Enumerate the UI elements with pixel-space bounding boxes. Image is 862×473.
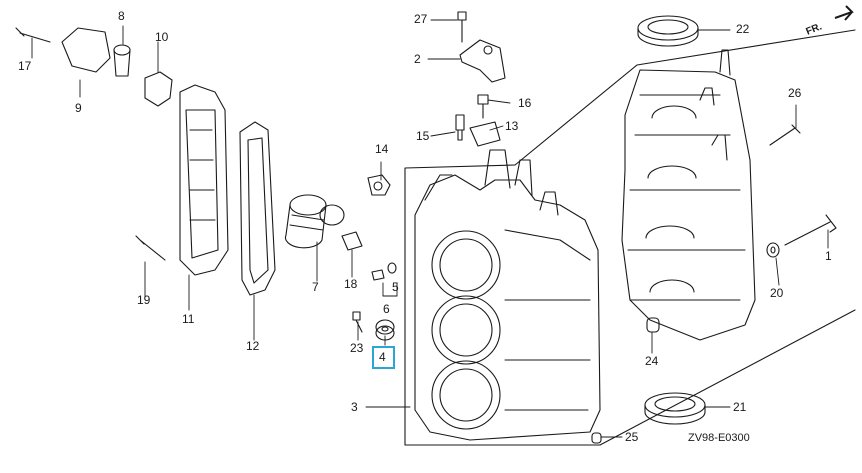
label-part-16[interactable]: 16 [518,96,532,110]
part-8-thermostat [113,44,131,77]
label-part-24[interactable]: 24 [645,354,659,368]
cylinder-block [414,149,601,441]
front-direction-arrow [834,5,854,21]
label-part-11[interactable]: 11 [182,312,195,326]
diagram-code: ZV98-E0300 [688,432,750,444]
part-12-gasket [239,121,276,296]
label-part-7[interactable]: 7 [312,280,319,294]
part-16-bolt [477,94,489,119]
part-22-oil-seal [637,15,699,47]
label-part-25[interactable]: 25 [625,430,639,444]
label-part-10[interactable]: 10 [155,30,169,44]
label-part-5[interactable]: 5 [392,280,399,294]
label-part-1[interactable]: 1 [825,249,832,263]
crankcase-half [621,49,756,341]
label-part-19[interactable]: 19 [137,293,151,307]
part-18-plug [341,231,363,251]
part-21-oil-seal [644,392,706,425]
part-9-housing [61,27,111,73]
label-part-26[interactable]: 26 [788,86,802,100]
label-part-2[interactable]: 2 [414,52,421,66]
part-13-bracket [469,121,501,147]
label-part-20[interactable]: 20 [770,286,784,300]
part-5-washer [387,262,397,274]
part-1-bolt [784,214,837,246]
label-part-15[interactable]: 15 [416,129,430,143]
label-part-6[interactable]: 6 [383,302,390,316]
part-11-cover [179,84,229,276]
part-25-dowel [591,432,602,444]
label-part-13[interactable]: 13 [505,119,519,133]
part-2-bracket [459,39,506,83]
part-23-bolt [352,311,363,333]
part-17-bolt [15,27,51,43]
label-part-8[interactable]: 8 [118,9,125,23]
part-7-oil-filter [284,194,345,249]
label-part-4[interactable]: 4 [379,350,386,364]
highlight-box-part-4 [372,346,395,369]
part-15-sensor [455,114,465,141]
label-part-12[interactable]: 12 [246,339,260,353]
part-19-bolt [135,235,166,261]
label-part-14[interactable]: 14 [375,142,389,156]
part-6-bolt [371,269,385,281]
part-10-gasket [144,71,173,107]
label-part-18[interactable]: 18 [344,277,358,291]
label-part-23[interactable]: 23 [350,341,364,355]
crankcase-outline [404,29,856,446]
part-26-bolt [769,124,801,146]
leader-lines [31,19,829,438]
label-part-27[interactable]: 27 [414,12,428,26]
part-14-sensor [367,174,391,196]
label-part-21[interactable]: 21 [733,400,747,414]
part-24-dowel [646,317,660,333]
label-part-9[interactable]: 9 [75,101,82,115]
part-20-washer [766,242,780,258]
label-part-17[interactable]: 17 [18,59,32,73]
label-part-3[interactable]: 3 [351,400,358,414]
part-27-bolt [457,11,467,43]
label-part-22[interactable]: 22 [736,22,750,36]
